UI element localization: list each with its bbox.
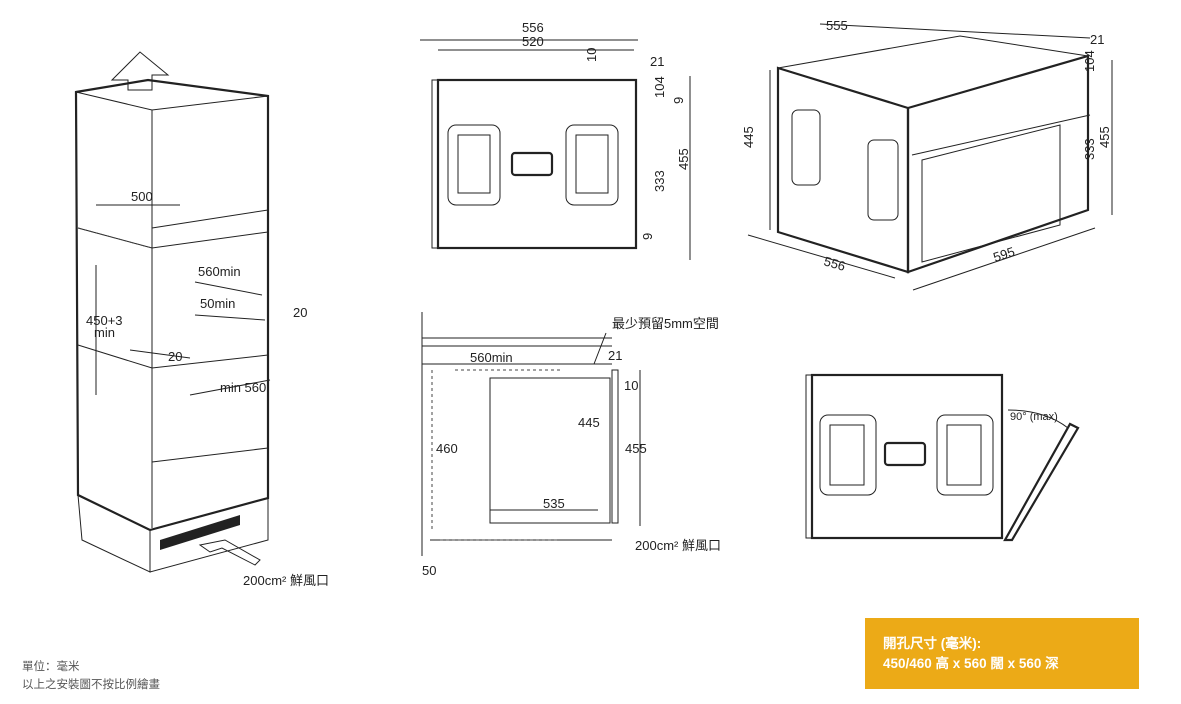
section-dim-535: 535 — [543, 496, 565, 511]
iso-dim-556: 556 — [822, 253, 847, 273]
dim-500: 500 — [131, 189, 153, 204]
front-dim-333: 333 — [652, 170, 667, 192]
door-open-view: 90° (max) — [805, 373, 1080, 542]
iso-dim-445: 445 — [741, 126, 756, 148]
iso-dim-455: 455 — [1097, 126, 1112, 148]
front-dim-455: 455 — [676, 148, 691, 170]
front-dim-21: 21 — [650, 54, 664, 69]
section-dim-445: 445 — [578, 415, 600, 430]
section-vent-label: 200cm² 鮮風口 — [635, 538, 721, 553]
iso-dim-555: 555 — [826, 18, 848, 33]
cutout-spec-box: 開孔尺寸 (毫米): 450/460 高 x 560 闊 x 560 深 — [865, 618, 1139, 689]
dim-50min: 50min — [200, 296, 235, 311]
section-dim-50: 50 — [422, 563, 436, 578]
dim-min: min — [94, 325, 115, 340]
section-dim-460: 460 — [436, 441, 458, 456]
front-dim-10: 10 — [584, 48, 599, 62]
front-dim-9b: 9 — [640, 233, 655, 240]
iso-dim-595: 595 — [991, 244, 1016, 265]
front-view: 556 520 10 21 104 9 455 333 9 — [420, 20, 691, 260]
section-note: 最少預留5mm空間 — [612, 316, 719, 331]
footer-notes: 單位：毫米 以上之安裝圖不按比例繪畫 — [22, 658, 160, 694]
section-dim-560min: 560min — [470, 350, 513, 365]
unit-note: 單位：毫米 — [22, 661, 80, 673]
isometric-oven: 555 21 104 445 455 333 556 595 — [741, 18, 1113, 291]
cabinet-drawing: 500 560min 50min 20 450+3 min 20 min 560… — [74, 51, 329, 588]
spec-title: 開孔尺寸 (毫米): — [883, 636, 982, 651]
dim-20: 20 — [168, 349, 182, 364]
front-dim-104: 104 — [652, 76, 667, 98]
dim-450-3: 450+3 — [86, 313, 123, 328]
iso-dim-21: 21 — [1090, 32, 1104, 47]
front-dim-520: 520 — [522, 34, 544, 49]
section-dim-10: 10 — [624, 378, 638, 393]
vent-label: 200cm² 鮮風口 — [243, 573, 329, 588]
door-angle-label: 90° (max) — [1010, 411, 1058, 423]
dim-min560: min 560 — [220, 380, 266, 395]
dim-20-right: 20 — [293, 305, 307, 320]
dim-560min: 560min — [198, 264, 241, 279]
side-section: 最少預留5mm空間 560min 21 10 445 460 455 535 2… — [421, 312, 721, 578]
section-dim-21: 21 — [608, 348, 622, 363]
front-dim-556: 556 — [522, 20, 544, 35]
iso-dim-333: 333 — [1082, 138, 1097, 160]
section-dim-455: 455 — [625, 441, 647, 456]
front-dim-9a: 9 — [671, 97, 686, 104]
iso-dim-104: 104 — [1082, 50, 1097, 72]
scale-disclaimer: 以上之安裝圖不按比例繪畫 — [22, 679, 160, 691]
spec-dimensions: 450/460 高 x 560 闊 x 560 深 — [883, 656, 1059, 671]
